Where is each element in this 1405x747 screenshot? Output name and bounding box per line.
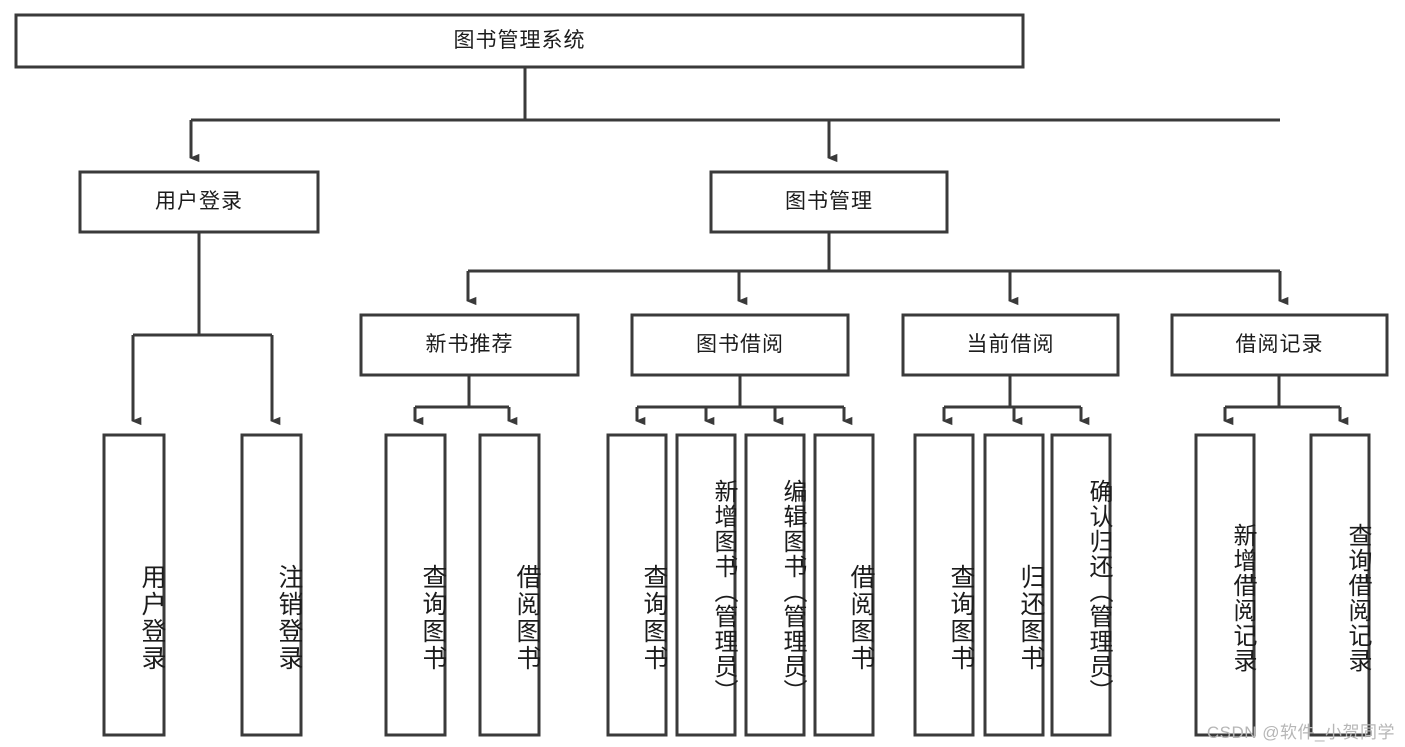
node-box-leaf-edit-book-admin[interactable] [744, 433, 806, 737]
edges-root-to-level2 [189, 67, 1280, 163]
node-box-book-borrow[interactable] [630, 313, 850, 377]
node-box-leaf-return-book[interactable] [983, 433, 1045, 737]
node-box-root[interactable] [14, 13, 1025, 69]
edges-newbook-to-children [413, 375, 518, 426]
node-box-user-login[interactable] [78, 170, 320, 234]
node-box-leaf-query-borrow-record[interactable] [1309, 433, 1371, 737]
edges-book-manage-to-level3 [466, 232, 1289, 306]
node-box-leaf-borrow-book[interactable] [813, 433, 875, 737]
node-box-leaf-query-book-borrow[interactable] [606, 433, 668, 737]
edges-user-login-to-children [131, 232, 281, 426]
node-box-leaf-borrow-book-rec[interactable] [478, 433, 541, 737]
node-box-leaf-query-book-current[interactable] [913, 433, 975, 737]
node-box-new-book-recommend[interactable] [359, 313, 580, 377]
edges-borrow-record-to-children [1223, 375, 1349, 426]
node-box-leaf-query-book-rec[interactable] [384, 433, 447, 737]
watermark-text: CSDN @软件_小贺同学 [1206, 723, 1395, 742]
node-box-leaf-confirm-return-admin[interactable] [1050, 433, 1112, 737]
node-box-leaf-user-login[interactable] [102, 433, 166, 737]
node-box-leaf-logout[interactable] [240, 433, 303, 737]
node-box-current-borrow[interactable] [901, 313, 1120, 377]
node-box-borrow-record[interactable] [1170, 313, 1389, 377]
node-box-leaf-add-book-admin[interactable] [675, 433, 737, 737]
edges-current-borrow-to-children [942, 375, 1090, 426]
node-box-leaf-add-borrow-record[interactable] [1194, 433, 1256, 737]
node-box-book-manage[interactable] [709, 170, 949, 234]
edges-borrow-to-children [635, 375, 853, 426]
